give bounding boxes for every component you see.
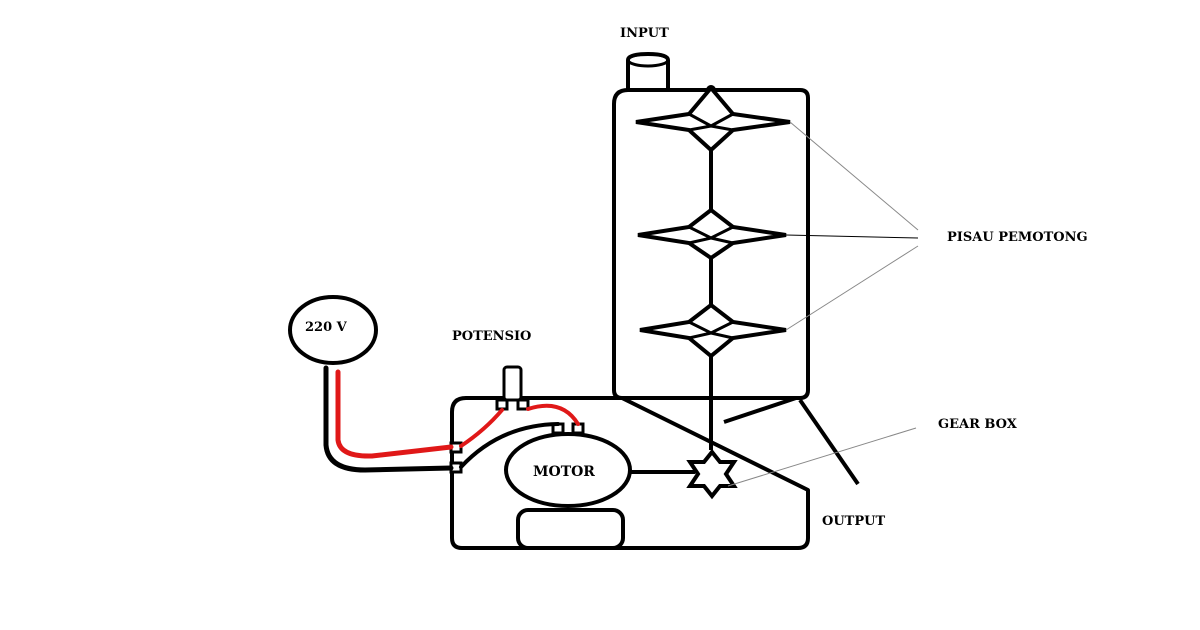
leader-blade-1 bbox=[789, 121, 919, 231]
wire-neutral bbox=[323, 365, 454, 473]
wire-live-internal-2 bbox=[526, 403, 580, 426]
potensiometer-knob bbox=[502, 365, 523, 402]
gear-box bbox=[686, 448, 738, 500]
leader-blade-3 bbox=[785, 245, 919, 331]
input-pipe bbox=[626, 52, 670, 90]
motor-mount bbox=[516, 508, 625, 550]
output-chute bbox=[723, 396, 860, 486]
label-potensio: POTENSIO bbox=[452, 329, 531, 344]
potensio-terminal-left bbox=[495, 398, 509, 411]
label-gear-box: GEAR BOX bbox=[938, 417, 1018, 432]
leader-blade-2 bbox=[785, 234, 919, 239]
leader-gearbox bbox=[727, 427, 917, 487]
cutting-blade-2 bbox=[637, 207, 787, 261]
wire-live-internal-1 bbox=[459, 408, 504, 448]
wire-live bbox=[335, 369, 454, 459]
wire-neutral-internal bbox=[459, 422, 560, 469]
base-housing bbox=[450, 396, 810, 550]
chopper-tank bbox=[612, 52, 810, 400]
label-input: INPUT bbox=[620, 26, 669, 41]
leader-lines bbox=[727, 121, 919, 487]
label-output: OUTPUT bbox=[822, 514, 885, 529]
cutting-blade-1 bbox=[635, 84, 791, 153]
cutting-blade-3 bbox=[639, 302, 787, 359]
tank-body bbox=[612, 88, 810, 400]
label-220v: 220 V bbox=[305, 320, 348, 335]
potensio-terminal-right bbox=[516, 398, 530, 411]
power-source-220v bbox=[288, 295, 378, 365]
label-pisau-pemotong: PISAU PEMOTONG bbox=[947, 230, 1088, 245]
label-motor: MOTOR bbox=[533, 464, 595, 480]
input-pipe-rim bbox=[626, 52, 670, 68]
